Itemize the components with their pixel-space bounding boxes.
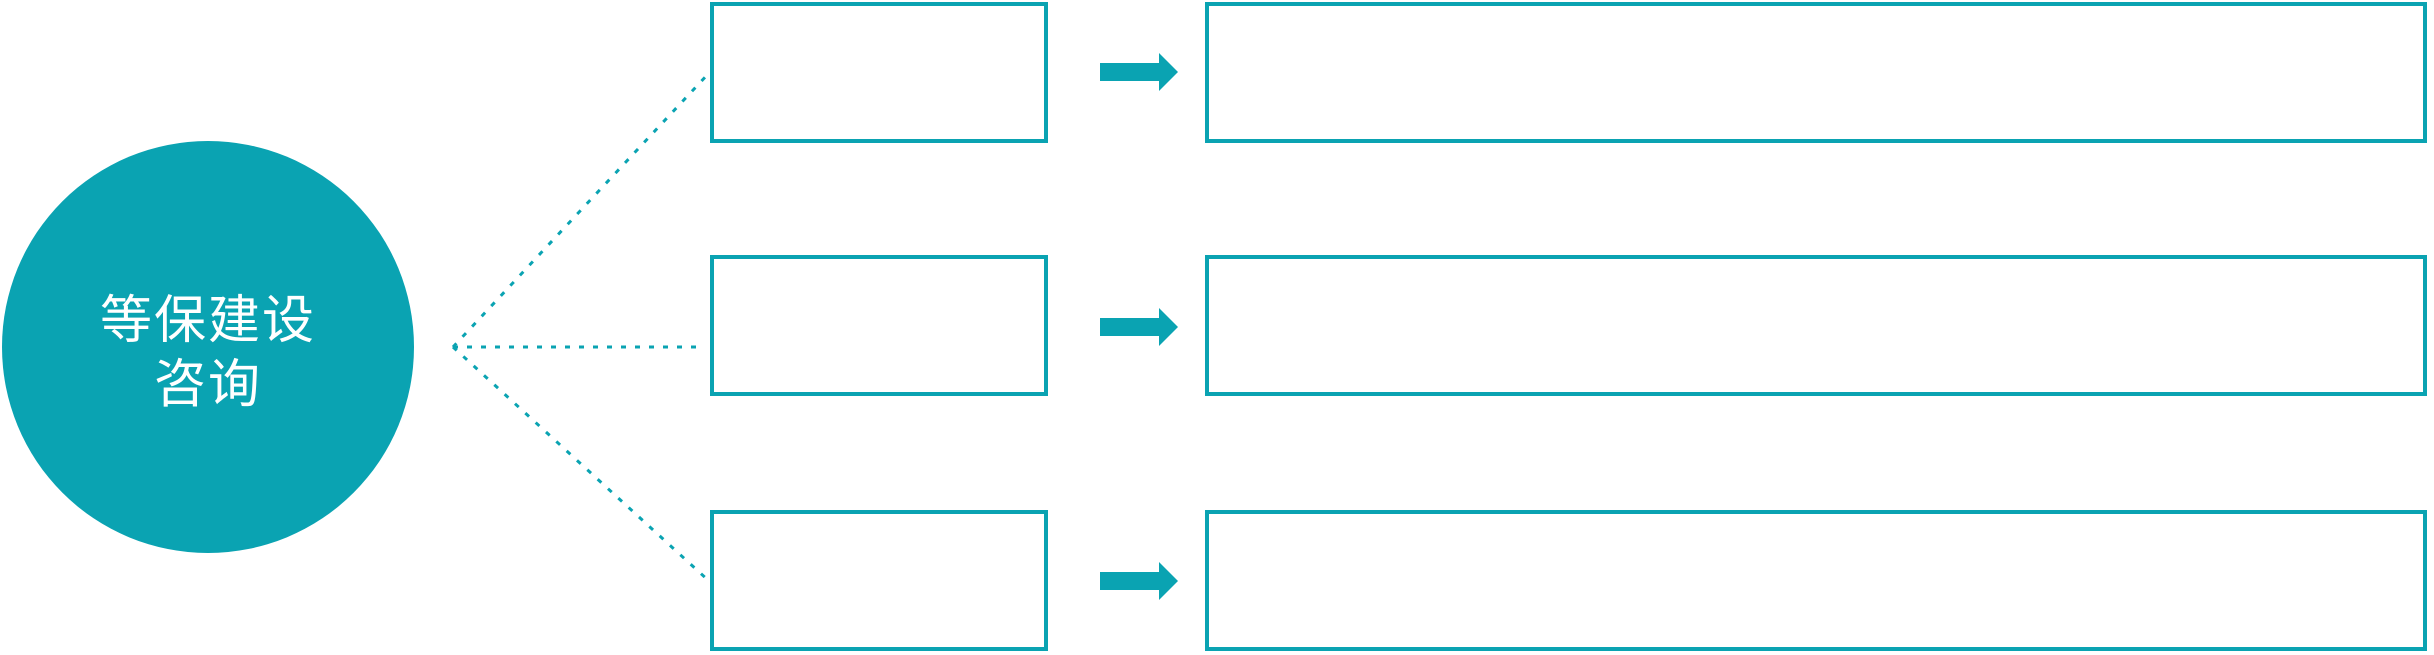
right-block-arrow-icon: [1100, 308, 1178, 346]
dotted-connector-top: [451, 71, 711, 349]
topic-circle-label: 等保建设 咨询: [100, 277, 316, 417]
small-box-row1: [710, 2, 1048, 143]
large-box-row2: [1205, 255, 2427, 396]
right-block-arrow-icon: [1100, 53, 1178, 91]
topic-circle: 等保建设 咨询: [2, 141, 414, 553]
topic-circle-label-line1: 等保建设: [99, 292, 316, 350]
small-box-row3: [710, 510, 1048, 651]
dotted-connector-bottom: [451, 345, 711, 583]
right-block-arrow-icon: [1100, 562, 1178, 600]
large-box-row1: [1205, 2, 2427, 143]
small-box-row2: [710, 255, 1048, 396]
large-box-row3: [1205, 510, 2427, 651]
topic-circle-label-line2: 咨询: [153, 356, 262, 414]
